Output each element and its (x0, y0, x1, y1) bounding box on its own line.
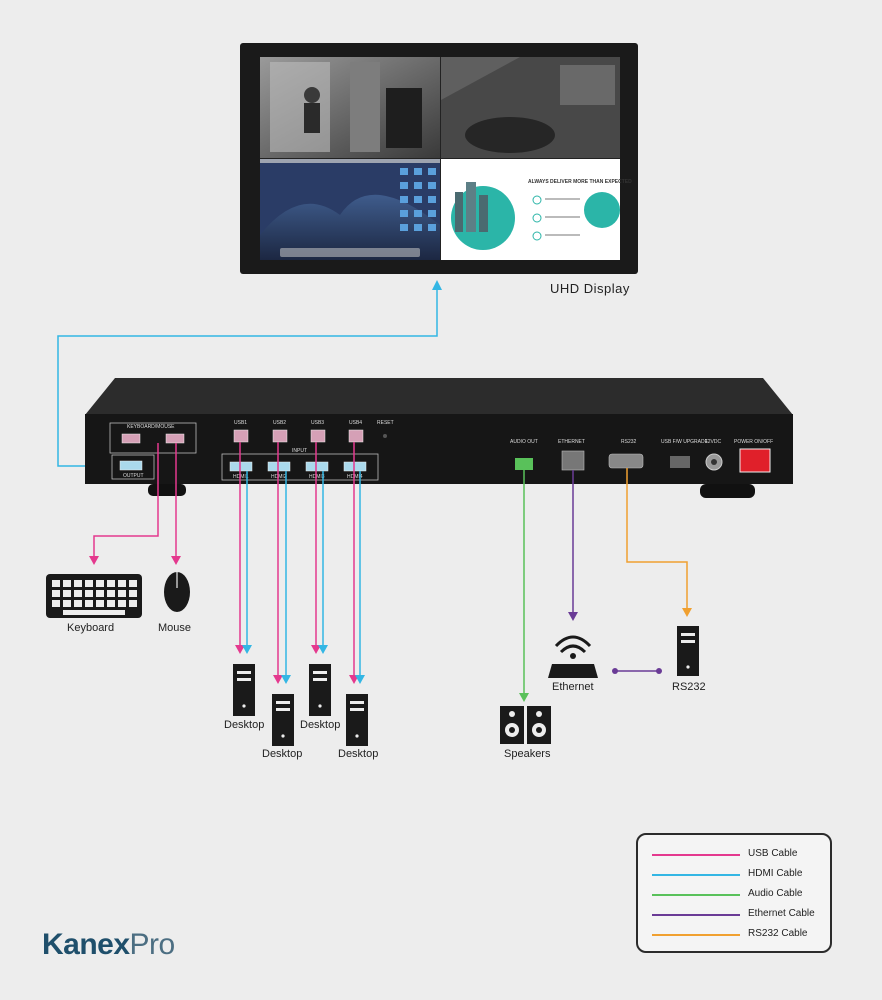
desktop-label-2: Desktop (262, 748, 303, 760)
legend-item-audio: Audio Cable (652, 888, 822, 902)
port-rs232[interactable] (608, 453, 644, 469)
port-hdmi2[interactable] (267, 461, 291, 472)
rs232-device-icon (677, 626, 699, 676)
desktop-icon-3 (309, 664, 331, 716)
legend-item-ethernet: Ethernet Cable (652, 908, 822, 922)
legend-label-rs232: RS232 Cable (748, 928, 808, 939)
desktop-label-1: Desktop (224, 719, 265, 731)
port-hdmi-output[interactable] (119, 460, 143, 471)
cable-arrowheads (235, 645, 365, 684)
label-reset: RESET (377, 420, 394, 426)
label-output: OUTPUT (123, 473, 144, 479)
keyboard-icon (46, 574, 142, 618)
label-usb-fw: USB F/W UPGRADE (661, 439, 709, 445)
port-usb-keyboard[interactable] (121, 433, 141, 444)
label-hdmi1: HDMI1 (233, 474, 249, 480)
label-rs232-port: RS232 (621, 439, 637, 445)
mouse-label: Mouse (158, 622, 192, 634)
port-usb2[interactable] (272, 429, 288, 443)
cables-desktops (239, 442, 361, 675)
legend-swatch-rs232 (652, 934, 740, 936)
label-power: POWER ON/OFF (734, 439, 773, 445)
screen-quadrant-camera-1 (260, 57, 440, 158)
legend-item-usb: USB Cable (652, 848, 822, 862)
speakers-icon (500, 706, 551, 744)
desktop-icon-2 (272, 694, 294, 746)
hdmi-input-ports: INPUT HDMI1 HDMI2 HDMI3 HDMI4 (221, 448, 379, 481)
desktop-icon-1 (233, 664, 255, 716)
legend-item-hdmi: HDMI Cable (652, 868, 822, 882)
legend-swatch-ethernet (652, 914, 740, 916)
legend-swatch-hdmi (652, 874, 740, 876)
label-ethernet-port: ETHERNET (558, 439, 585, 445)
label-keyboard-mouse: KEYBOARD/MOUSE (127, 424, 175, 430)
legend-swatch-audio (652, 894, 740, 896)
rs232-label: RS232 (672, 681, 706, 693)
screen-quadrant-presentation: ALWAYS DELIVER MORE THAN EXPECTED (441, 159, 632, 260)
desktop-label-3: Desktop (300, 719, 341, 731)
uhd-display: ALWAYS DELIVER MORE THAN EXPECTED (240, 43, 638, 274)
legend-label-hdmi: HDMI Cable (748, 868, 803, 879)
cable-hdmi-output (57, 280, 442, 467)
port-usb3[interactable] (310, 429, 326, 443)
label-usb4: USB4 (349, 420, 362, 426)
brand-part1: Kanex (42, 928, 130, 961)
legend-item-rs232: RS232 Cable (652, 928, 822, 942)
cable-ethernet (568, 470, 662, 674)
cable-legend: USB Cable HDMI Cable Audio Cable Etherne… (636, 833, 832, 953)
label-hdmi4: HDMI4 (347, 474, 363, 480)
ethernet-label: Ethernet (552, 681, 594, 693)
screen-headline: ALWAYS DELIVER MORE THAN EXPECTED (528, 179, 632, 185)
port-hdmi1[interactable] (229, 461, 253, 472)
port-usb4[interactable] (348, 429, 364, 443)
port-usb-mouse[interactable] (165, 433, 185, 444)
legend-label-ethernet: Ethernet Cable (748, 908, 815, 919)
keyboard-label: Keyboard (67, 622, 115, 634)
screen-quadrant-camera-2 (441, 57, 620, 158)
label-usb1: USB1 (234, 420, 247, 426)
label-hdmi2: HDMI2 (271, 474, 287, 480)
usb-input-ports: USB1 USB2 USB3 USB4 RESET (233, 420, 394, 443)
screen-quadrant-desktop (260, 159, 440, 260)
mouse-icon (164, 572, 190, 612)
display-label: UHD Display (550, 281, 630, 296)
label-usb3: USB3 (311, 420, 324, 426)
cable-usb-mouse (171, 443, 181, 565)
legend-label-usb: USB Cable (748, 848, 798, 859)
label-input: INPUT (292, 448, 307, 454)
port-hdmi3[interactable] (305, 461, 329, 472)
port-hdmi4[interactable] (343, 461, 367, 472)
cable-audio (519, 470, 529, 702)
port-audio-out[interactable] (515, 458, 533, 470)
label-usb2: USB2 (273, 420, 286, 426)
label-hdmi3: HDMI3 (309, 474, 325, 480)
router-icon (548, 635, 598, 678)
desktop-icon-4 (346, 694, 368, 746)
multiviewer-device: KEYBOARD/MOUSE OUTPUT USB1 USB2 USB3 USB… (85, 378, 793, 498)
legend-swatch-usb (652, 854, 740, 856)
brand-part2: Pro (129, 928, 176, 961)
cable-rs232 (626, 468, 692, 617)
reset-button[interactable] (383, 434, 387, 438)
port-usb-fw[interactable] (670, 456, 690, 468)
desktop-label-4: Desktop (338, 748, 379, 760)
port-ethernet[interactable] (561, 450, 585, 471)
kanexpro-logo: KanexPro (42, 928, 175, 962)
power-switch[interactable] (739, 448, 771, 473)
label-audio-out: AUDIO OUT (510, 439, 538, 445)
label-12vdc: 12VDC (705, 439, 722, 445)
port-usb1[interactable] (233, 429, 249, 443)
legend-label-audio: Audio Cable (748, 888, 803, 899)
speakers-label: Speakers (504, 748, 551, 760)
cable-usb-keyboard (89, 443, 159, 565)
